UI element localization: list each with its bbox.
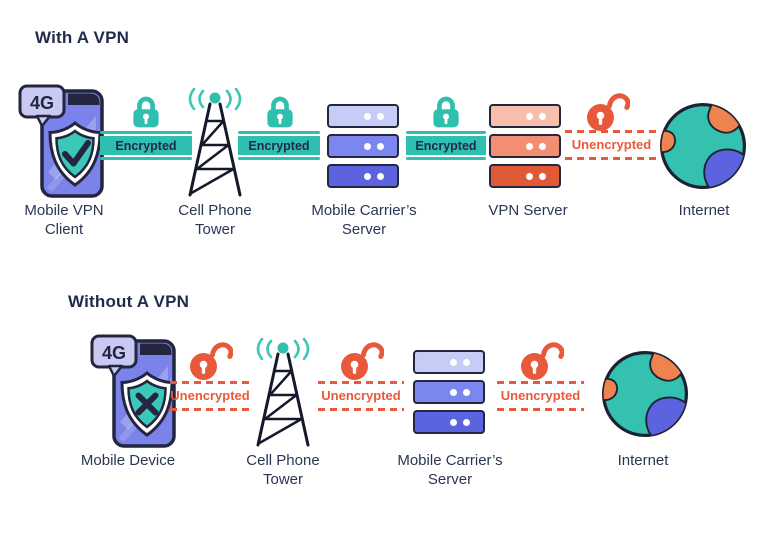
server-led [463,358,470,366]
server-led [450,358,457,366]
encrypted-line [238,157,320,160]
server-unit [413,350,485,374]
encrypted-line [100,131,192,134]
node-label-mobile-carriers-server: Mobile Carrier’s Server [311,202,417,238]
encrypted-line [406,131,486,134]
server-led [526,142,533,150]
unencrypted-dashed-line [565,157,658,160]
encrypted-link: Encrypted [406,131,486,160]
unencrypted-link: Unencrypted [565,130,658,160]
server-led [539,172,546,180]
server-led [539,142,546,150]
node-label-vpn-server: VPN Server [488,202,568,219]
section-title-without-vpn: Without A VPN [68,292,190,311]
server-unit [327,104,399,128]
node-label-mobile-device: Mobile Device [80,452,176,469]
server-led [526,172,533,180]
server-stack-blue-icon [413,350,485,434]
server-unit [413,380,485,404]
unencrypted-label: Unencrypted [321,388,401,403]
closed-lock-icon [132,94,160,130]
server-unit [489,164,561,188]
server-led [377,172,384,180]
node-label-mobile-vpn-client: Mobile VPN Client [24,202,104,238]
server-led [526,112,533,120]
unencrypted-dashed-line [170,381,250,384]
open-lock-icon [187,340,233,380]
unencrypted-label: Unencrypted [170,388,250,403]
open-lock-icon [584,91,630,131]
server-unit [327,164,399,188]
encrypted-line [238,131,320,134]
cell-tower-icon [251,338,315,448]
node-label-internet: Internet [678,202,730,219]
unencrypted-dashed-line [497,408,584,411]
unencrypted-link: Unencrypted [497,381,584,411]
server-led [463,388,470,396]
server-led [364,142,371,150]
encrypted-line [406,157,486,160]
open-lock-icon [338,340,384,380]
unencrypted-dashed-line [497,381,584,384]
unencrypted-label: Unencrypted [500,388,581,403]
open-lock-icon [518,340,564,380]
encrypted-label: Encrypted [238,136,320,155]
globe-icon [596,348,694,440]
closed-lock-icon [432,94,460,130]
unencrypted-dashed-line [565,130,658,133]
encrypted-link: Encrypted [100,131,192,160]
server-led [377,112,384,120]
server-stack-orange-icon [489,104,561,188]
encrypted-line [100,157,192,160]
unencrypted-label: Unencrypted [571,137,652,152]
unencrypted-dashed-line [318,408,404,411]
server-led [450,418,457,426]
server-unit [413,410,485,434]
encrypted-label: Encrypted [406,136,486,155]
server-unit [489,134,561,158]
encrypted-link: Encrypted [238,131,320,160]
server-led [450,388,457,396]
globe-icon [654,100,752,192]
server-unit [489,104,561,128]
node-label-cell-phone-tower: Cell Phone Tower [178,202,252,238]
unencrypted-dashed-line [170,408,250,411]
server-led [539,112,546,120]
unencrypted-dashed-line [318,381,404,384]
server-unit [327,134,399,158]
server-led [364,172,371,180]
server-stack-blue-icon [327,104,399,188]
unencrypted-link: Unencrypted [170,381,250,411]
closed-lock-icon [266,94,294,130]
server-led [364,112,371,120]
section-title-with-vpn: With A VPN [35,28,130,47]
unencrypted-link: Unencrypted [318,381,404,411]
node-label-internet: Internet [617,452,669,469]
encrypted-label: Encrypted [100,136,192,155]
server-led [463,418,470,426]
node-label-mobile-carriers-server: Mobile Carrier’s Server [397,452,503,488]
server-led [377,142,384,150]
node-label-cell-phone-tower: Cell Phone Tower [246,452,320,488]
